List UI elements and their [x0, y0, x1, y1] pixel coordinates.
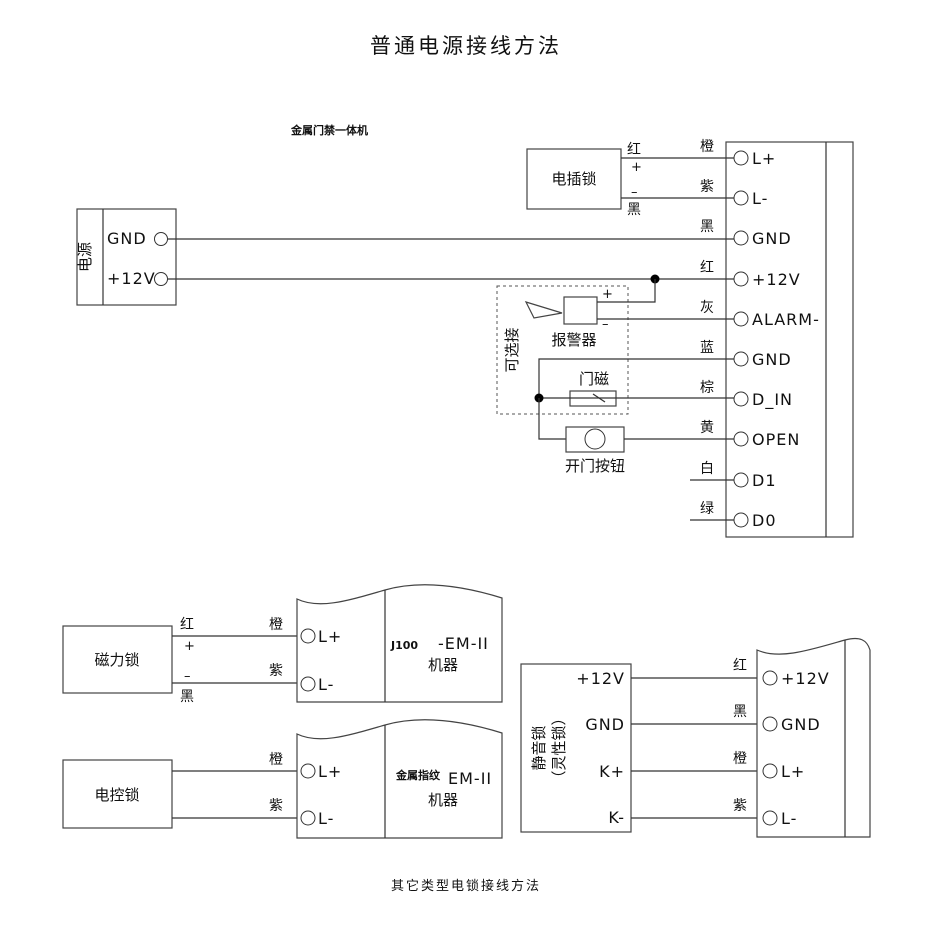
- silent-lock-terminal-wire-1: 红: [733, 658, 747, 674]
- mag-lock-top-wire: 红: [180, 617, 194, 633]
- main-terminal-wire-color: 棕: [700, 380, 714, 396]
- device-label: 金属门禁一体机: [290, 123, 368, 137]
- main-terminal-pin: L+: [752, 149, 776, 168]
- main-terminal-8: [733, 431, 749, 447]
- electric-lock-pin-2: L-: [318, 809, 334, 828]
- silent-lock-terminal-pin-1: +12V: [781, 669, 830, 688]
- main-terminal-2: [733, 190, 749, 206]
- mag-lock-terminal-wire-1: 橙: [269, 617, 283, 633]
- main-terminal-pin: L-: [752, 189, 768, 208]
- silent-lock-pin-1: +12V: [576, 669, 625, 688]
- silent-lock-terminal-wire-2: 黑: [733, 704, 747, 720]
- main-terminal-pin: +12V: [752, 270, 801, 289]
- main-terminal-7: [733, 391, 749, 407]
- electric-lock-pin-1: L+: [318, 762, 342, 781]
- electric-lock-terminal-wire-1: 橙: [269, 752, 283, 768]
- silent-lock-pin-2: GND: [585, 715, 625, 734]
- silent-lock-terminal-pin-4: L-: [781, 809, 797, 828]
- plug-lock-plus: +: [631, 160, 642, 175]
- power-supply: 电源 GND +12V: [76, 208, 177, 306]
- power-gnd-terminal: [154, 232, 168, 246]
- electric-lock-machine-model: EM-II: [448, 769, 492, 788]
- main-terminal-pin: OPEN: [752, 430, 800, 449]
- silent-lock: 静音锁 （灵性锁） +12V GND K+ K- 红 黑 橙 紫 +12V GN…: [520, 637, 871, 838]
- silent-lock-pin-3: K+: [599, 762, 625, 781]
- electric-lock: 电控锁 橙 紫 L+ L- 金属指纹 EM-II 机器: [62, 719, 503, 839]
- main-terminal-3: [733, 230, 749, 246]
- main-terminal-wire-color: 灰: [700, 300, 714, 316]
- silent-lock-sublabel: （灵性锁）: [550, 710, 568, 785]
- electric-lock-terminal-wire-2: 紫: [269, 798, 283, 814]
- mag-lock-minus: –: [184, 669, 191, 684]
- optional-group: 可选接 报警器 + – 门磁: [496, 279, 734, 415]
- main-terminal-wire-color: 红: [700, 260, 714, 276]
- plug-lock: 电插锁 红 + – 黑: [526, 142, 734, 218]
- mag-lock-machine-model: -EM-II: [438, 634, 489, 653]
- main-terminal-wire-color: 橙: [700, 139, 714, 155]
- electric-lock-machine-suffix: 机器: [428, 791, 458, 809]
- main-terminal-6: [733, 351, 749, 367]
- plug-lock-top-wire: 红: [627, 142, 641, 158]
- main-terminal-pin: GND: [752, 350, 792, 369]
- plug-lock-label: 电插锁: [551, 170, 596, 188]
- electric-lock-label: 电控锁: [94, 786, 139, 804]
- optional-label: 可选接: [503, 327, 521, 372]
- alarm-box: [563, 296, 598, 325]
- alarm-label: 报警器: [551, 331, 596, 349]
- main-terminal-1: [733, 150, 749, 166]
- main-terminal-pin: D1: [752, 471, 777, 490]
- main-terminal-wire-color: 绿: [700, 501, 714, 517]
- silent-lock-terminal-pin-2: GND: [781, 715, 821, 734]
- main-terminal-wire-color: 蓝: [700, 340, 714, 356]
- main-terminal-9: [733, 472, 749, 488]
- main-terminal-list: L+ 橙 L- 紫 GND 黑 +12V 红 ALARM- 灰 GND 蓝 D_IN 棕 OPEN 黄 D1 白 D…: [700, 139, 820, 530]
- silent-lock-terminal-wire-4: 紫: [733, 798, 747, 814]
- plug-lock-minus: –: [631, 185, 638, 200]
- alarm-plus: +: [602, 287, 613, 302]
- silent-lock-pin-4: K-: [608, 808, 625, 827]
- main-terminal-pin: GND: [752, 229, 792, 248]
- mag-lock: 磁力锁 红 + – 黑 橙 紫 L+ L- J100 -EM-II 机器: [62, 584, 503, 705]
- main-terminal-pin: D0: [752, 511, 777, 530]
- mag-lock-pin-2: L-: [318, 675, 334, 694]
- silent-lock-label: 静音锁: [530, 725, 548, 770]
- door-sensor-label: 门磁: [579, 370, 609, 388]
- main-terminal-wire-color: 白: [700, 461, 714, 477]
- main-terminal-wire-color: 紫: [700, 179, 714, 195]
- diagram-title: 普通电源接线方法: [370, 34, 562, 58]
- mag-lock-bottom-wire: 黑: [180, 689, 194, 705]
- electric-lock-machine-prefix: 金属指纹: [395, 768, 441, 782]
- main-terminal-block: [725, 141, 854, 538]
- silent-lock-terminal-pin-3: L+: [781, 762, 805, 781]
- mag-lock-machine-prefix: J100: [390, 639, 418, 652]
- main-terminal-pin: ALARM-: [752, 310, 820, 329]
- footer-caption: 其它类型电锁接线方法: [391, 878, 541, 894]
- plug-lock-bottom-wire: 黑: [627, 202, 641, 218]
- main-terminal-wire-color: 黄: [700, 419, 714, 436]
- mag-lock-terminal-wire-2: 紫: [269, 663, 283, 679]
- main-terminal-4: [733, 271, 749, 287]
- power-supply-label: 电源: [76, 242, 94, 272]
- silent-lock-terminal-wire-3: 橙: [733, 751, 747, 767]
- main-terminal-pin: D_IN: [752, 390, 793, 410]
- mag-lock-label: 磁力锁: [94, 651, 139, 669]
- alarm-minus: –: [602, 317, 609, 332]
- exit-button-label: 开门按钮: [565, 457, 625, 475]
- mag-lock-pin-1: L+: [318, 627, 342, 646]
- power-gnd-pin: GND: [107, 229, 147, 248]
- mag-lock-machine-suffix: 机器: [428, 656, 458, 674]
- main-terminal-10: [733, 512, 749, 528]
- mag-lock-plus: +: [184, 639, 195, 654]
- main-terminal-5: [733, 311, 749, 327]
- power-12v-terminal: [154, 272, 168, 286]
- power-12v-pin: +12V: [107, 269, 156, 288]
- exit-button: 开门按钮: [538, 398, 734, 475]
- alarm-horn-icon: [524, 301, 563, 319]
- main-terminal-wire-color: 黑: [700, 219, 714, 235]
